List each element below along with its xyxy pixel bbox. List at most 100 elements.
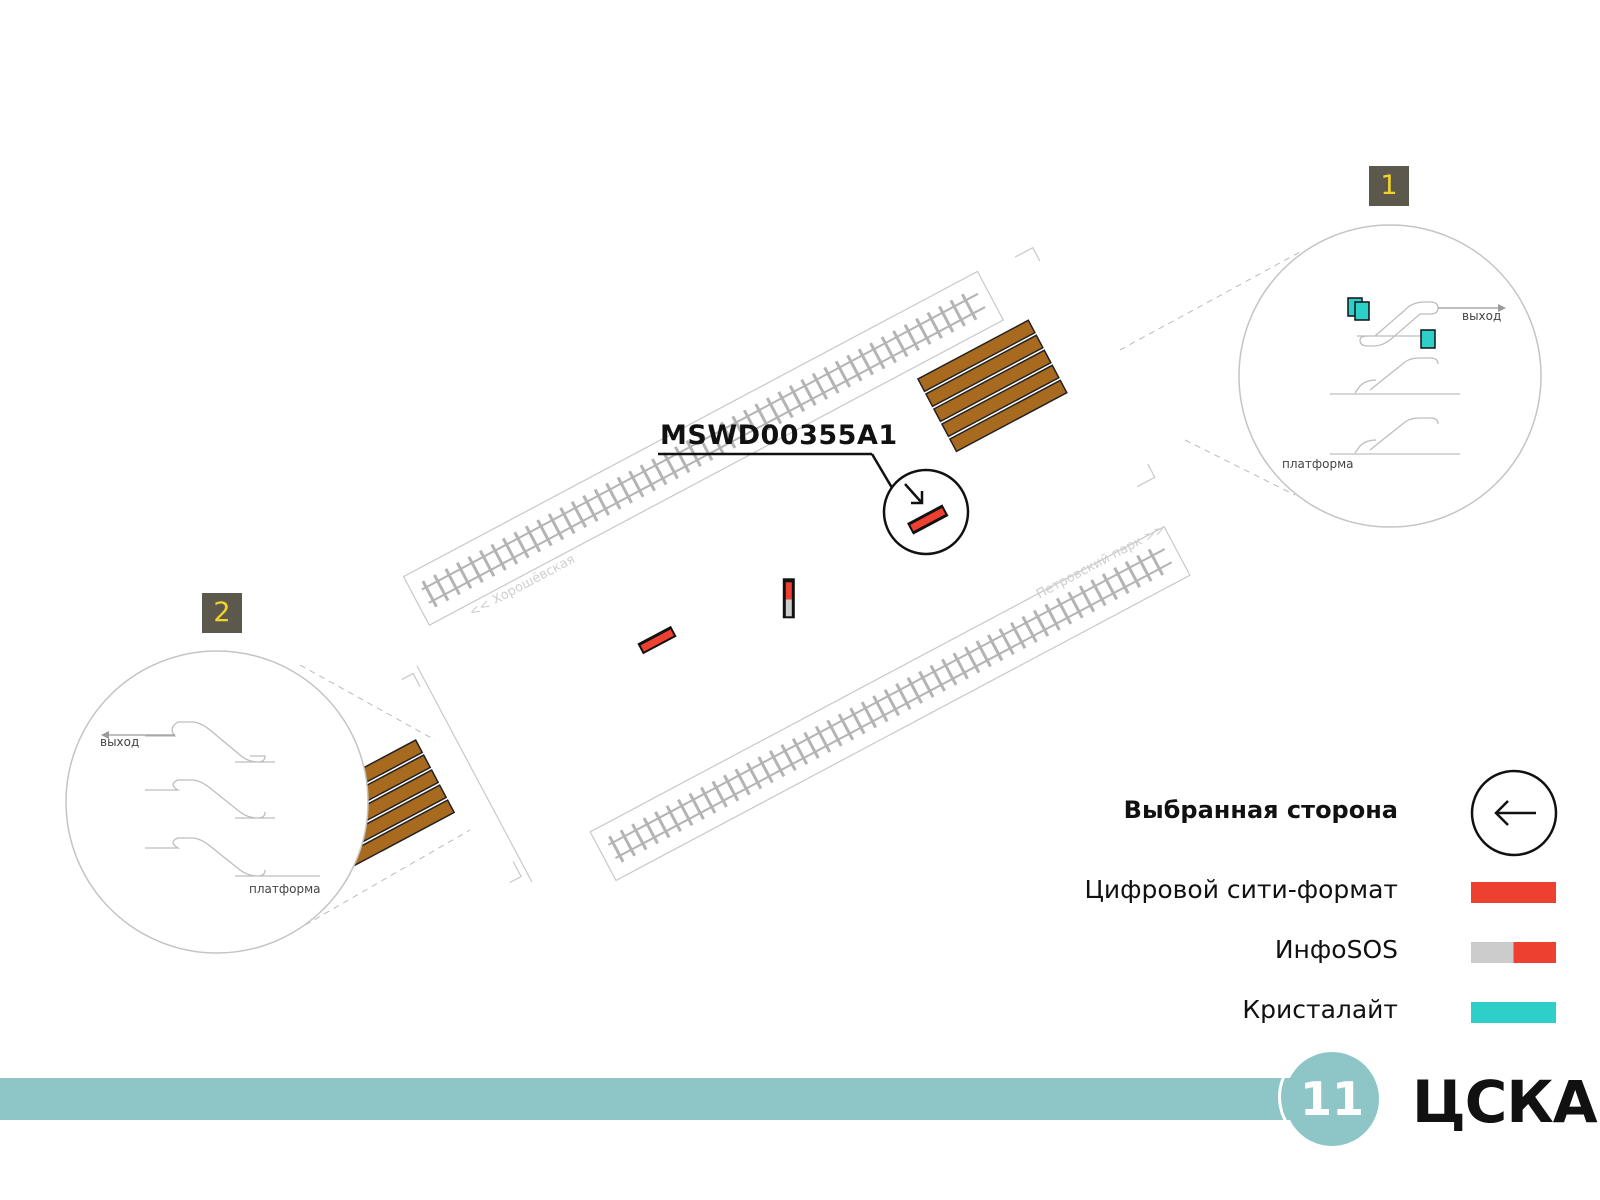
legend-city-format-swatch — [1471, 882, 1556, 903]
rail-tie — [823, 366, 840, 394]
rail-tie — [1147, 548, 1164, 576]
inset-2-badge: 2 — [202, 593, 242, 633]
rail-tie — [1032, 609, 1050, 637]
stair-step — [924, 334, 1044, 408]
rail-tie — [639, 464, 656, 492]
rail-tie — [616, 476, 633, 504]
rail-tie — [814, 725, 832, 753]
rail-tie — [941, 658, 958, 686]
stair-step — [932, 349, 1052, 423]
rail-tie — [857, 348, 874, 376]
rail-tie — [536, 519, 553, 547]
rail-tie — [880, 336, 897, 364]
legend-kristalight-swatch — [1471, 1002, 1556, 1023]
selected-device-marker[interactable] — [658, 452, 970, 556]
rail-tie — [478, 549, 496, 577]
rail-tie — [918, 670, 935, 698]
rail-tie — [642, 817, 659, 845]
rail-tie — [975, 640, 992, 668]
kristalight-2[interactable] — [1420, 329, 1436, 349]
inset-2-circle — [65, 650, 369, 954]
rail-tie — [754, 403, 771, 431]
rail-tie — [1101, 573, 1119, 601]
rail-tie — [811, 372, 829, 400]
rail-tie — [987, 634, 1004, 662]
arrow-left-icon — [1470, 769, 1558, 857]
rail-tie — [467, 555, 484, 583]
rail-tie — [570, 501, 588, 529]
stair-step — [916, 319, 1036, 393]
legend-city-format-label: Цифровой сити-формат — [1084, 875, 1398, 904]
rail-tie — [757, 756, 774, 784]
device-code-label: MSWD00355A1 — [660, 420, 898, 451]
track-upper — [421, 292, 986, 608]
device-city-format-1[interactable] — [637, 625, 677, 655]
rail-tie — [1067, 591, 1084, 619]
rail-tie — [582, 494, 599, 522]
stair-step — [948, 379, 1068, 453]
stairs-right — [916, 246, 1156, 488]
rail-tie — [697, 433, 714, 461]
metro-line-bar — [0, 1078, 1290, 1120]
rail-tie — [952, 652, 969, 680]
rail-tie — [860, 701, 878, 729]
rail-tie — [837, 713, 855, 741]
stair-step — [940, 364, 1060, 438]
rail-tie — [964, 646, 981, 674]
rail-tie — [513, 531, 530, 559]
rail-tie — [745, 762, 763, 790]
rail-tie — [1021, 615, 1038, 643]
rail-tie — [665, 805, 682, 833]
rail-tie — [619, 829, 636, 857]
rail-tie — [929, 664, 946, 692]
inset-2-exit-label: выход — [100, 735, 140, 749]
rail-tie — [455, 562, 473, 590]
rail-tie — [524, 525, 542, 553]
rail-tie — [765, 397, 783, 425]
rail-tie — [938, 305, 955, 333]
station-name: ЦСКА — [1412, 1068, 1598, 1136]
rail-tie — [803, 731, 820, 759]
rail-tie — [768, 750, 786, 778]
rail-tie — [742, 409, 760, 437]
legend-infosos-label: ИнфоSOS — [1274, 935, 1398, 964]
rail-tie — [731, 415, 748, 443]
inset-1 — [1119, 224, 1542, 528]
rail-tie — [998, 628, 1015, 656]
selected-circle — [882, 468, 970, 556]
rail-tie — [628, 470, 645, 498]
rail-tie — [826, 719, 843, 747]
track-lower — [607, 548, 1173, 863]
rail-tie — [421, 580, 438, 608]
rail-tie — [791, 737, 809, 765]
arrow-down-right-icon — [904, 483, 924, 505]
escalator-icon — [145, 721, 320, 877]
rail-tie — [734, 768, 751, 796]
rail-tie — [688, 792, 705, 820]
rail-tie — [605, 482, 622, 510]
line-number-ring — [1278, 1045, 1382, 1149]
legend-infosos-swatch — [1471, 942, 1556, 963]
rail-tie — [1055, 597, 1073, 625]
rail-tie — [723, 774, 740, 802]
rail-tie — [892, 330, 909, 358]
rail-tie — [906, 676, 923, 704]
rail-tie — [780, 744, 797, 772]
platform-group — [304, 246, 1191, 884]
rail-tie — [903, 324, 920, 352]
inset-1-badge: 1 — [1369, 166, 1409, 206]
inset-1-circle — [1238, 224, 1542, 528]
rail-tie — [1009, 621, 1027, 649]
rail-tie — [1113, 567, 1130, 595]
rail-tie — [700, 786, 717, 814]
rail-tie — [631, 823, 648, 851]
rail-tie — [1044, 603, 1061, 631]
rail-tie — [788, 385, 806, 413]
rail-tie — [433, 574, 450, 602]
rail-tie — [846, 354, 863, 382]
rail-tie — [1090, 579, 1107, 607]
kristalight-1[interactable] — [1347, 297, 1370, 321]
inset-1-platform-label: платформа — [1282, 457, 1354, 471]
line-number-badge: 11 — [1285, 1052, 1379, 1146]
device-infosos[interactable] — [782, 578, 795, 619]
